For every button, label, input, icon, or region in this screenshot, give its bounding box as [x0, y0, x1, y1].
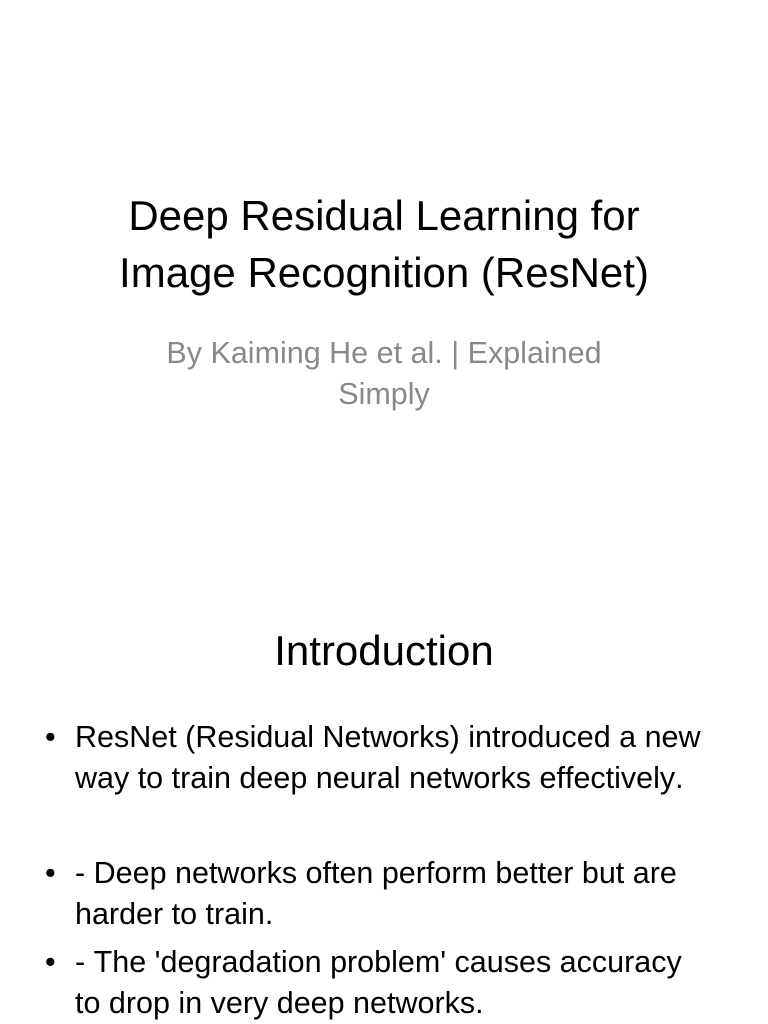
- bullet-item: • - The 'degradation problem' causes acc…: [0, 942, 708, 1024]
- slide-heading: Introduction: [274, 626, 494, 674]
- bullet-item: • ResNet (Residual Networks) introduced …: [0, 717, 708, 799]
- introduction-slide: Introduction • ResNet (Residual Networks…: [0, 576, 768, 1024]
- slide-title: Deep Residual Learning for Image Recogni…: [119, 191, 649, 296]
- bullet-list: • ResNet (Residual Networks) introduced …: [0, 717, 708, 1024]
- title-slide: Deep Residual Learning for Image Recogni…: [119, 191, 649, 411]
- slide-subtitle: By Kaiming He et al. | Explained Simply: [166, 335, 602, 411]
- bullet-text: ResNet (Residual Networks) introduced a …: [75, 719, 701, 795]
- bullet-marker: •: [45, 855, 56, 890]
- bullet-text: - The 'degradation problem' causes accur…: [75, 944, 682, 1020]
- bullet-marker: •: [45, 944, 56, 979]
- bullet-text: - Deep networks often perform better but…: [75, 855, 677, 931]
- bullet-item: • - Deep networks often perform better b…: [0, 853, 708, 935]
- bullet-marker: •: [45, 719, 56, 754]
